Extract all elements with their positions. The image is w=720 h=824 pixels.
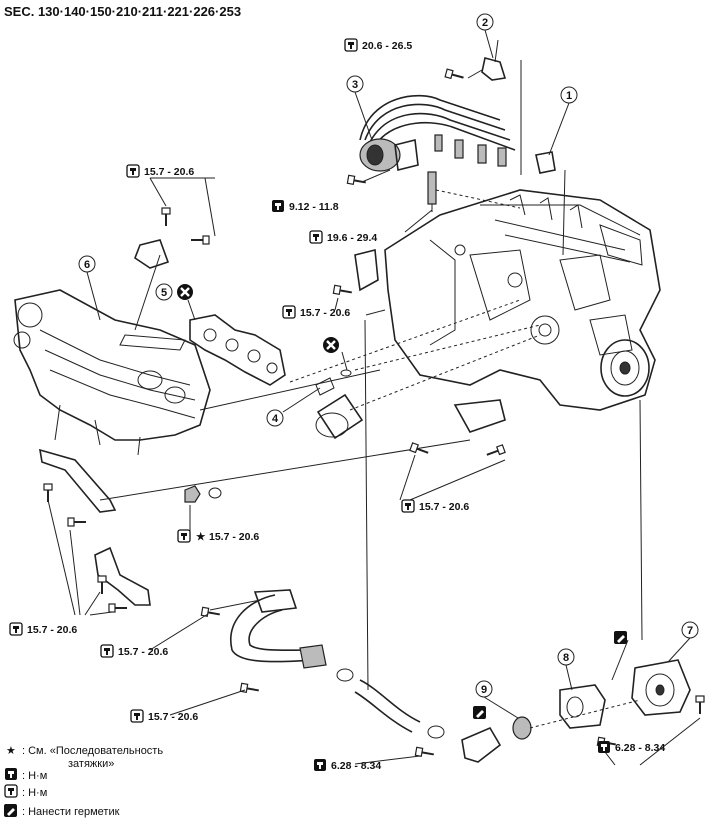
callout-9: 9 (475, 680, 493, 698)
callout-3: 3 (346, 75, 364, 93)
torque-right-bolts: 15.7 - 20.6 (401, 499, 469, 513)
svg-text:15.7 - 20.6: 15.7 - 20.6 (148, 711, 198, 723)
svg-text:7: 7 (687, 625, 693, 637)
svg-text:3: 3 (352, 79, 358, 91)
sealant-icon (473, 706, 486, 719)
torque-sensor2: 20.6 - 26.5 (344, 38, 412, 52)
callout-2: 2 (476, 13, 494, 31)
svg-text:4: 4 (272, 413, 279, 425)
callout-4: 4 (266, 409, 284, 427)
svg-text:6.28 - 8.34: 6.28 - 8.34 (331, 760, 381, 772)
mid-bracket (332, 248, 379, 298)
oil-filter (315, 377, 364, 440)
torque-wrench-icon (5, 768, 17, 780)
sensor-1 (535, 151, 556, 174)
torque-spark: 19.6 - 29.4 (309, 230, 377, 244)
callout-6: 6 (78, 255, 96, 273)
sec-codes: SEC. 130·140·150·210·211·221·226·253 (4, 4, 241, 19)
water-pipe (200, 589, 327, 696)
torque-left-lower: 15.7 - 20.6 (9, 622, 77, 636)
svg-text:затяжки»: затяжки» (68, 758, 114, 770)
svg-text:6: 6 (84, 259, 90, 271)
svg-text:15.7 - 20.6: 15.7 - 20.6 (118, 646, 168, 658)
spark-plug (427, 171, 437, 212)
thermostat-9 (512, 716, 532, 740)
gasket-5 (189, 314, 286, 386)
callout-5: 5 (155, 283, 173, 301)
torque-housing-right: 6.28 - 8.34 (598, 741, 665, 754)
torque-housing-left: 6.28 - 8.34 (314, 759, 381, 772)
nut-washer (184, 485, 222, 503)
hose (336, 668, 445, 739)
svg-text:1: 1 (566, 90, 572, 102)
sealant-icon (4, 804, 17, 817)
sensor-2 (444, 39, 507, 83)
callout-7: 7 (681, 621, 699, 639)
sealant-icon (614, 631, 627, 644)
torque-bracket-top: 15.7 - 20.6 (126, 164, 194, 178)
svg-text:2: 2 (482, 17, 488, 29)
svg-text:★: ★ (196, 531, 206, 543)
torque-nut: ★ 15.7 - 20.6 (177, 529, 259, 543)
svg-text:15.7 - 20.6: 15.7 - 20.6 (27, 624, 77, 636)
lower-brackets (39, 448, 151, 613)
svg-text:8: 8 (563, 652, 569, 664)
right-lower-bracket (408, 399, 507, 460)
legend: ★ : См. «Последовательность затяжки» : Н… (4, 745, 163, 818)
star-icon: ★ (6, 745, 16, 757)
svg-text:: Н·м: : Н·м (22, 787, 47, 799)
ignition-harness (359, 94, 516, 172)
svg-text:: Н·м: : Н·м (22, 770, 47, 782)
svg-text:9: 9 (481, 684, 487, 696)
svg-text:6.28 - 8.34: 6.28 - 8.34 (615, 742, 665, 754)
svg-text:15.7 - 20.6: 15.7 - 20.6 (300, 307, 350, 319)
engine-block (384, 189, 661, 411)
thermostat-housing (414, 726, 502, 763)
callout-1: 1 (560, 86, 578, 104)
callout-8: 8 (557, 648, 575, 666)
svg-text:15.7 - 20.6: 15.7 - 20.6 (144, 166, 194, 178)
upper-bracket (134, 207, 210, 269)
water-outlet-8 (559, 684, 606, 729)
svg-text:9.12 - 11.8: 9.12 - 11.8 (289, 201, 339, 213)
svg-text:: См. «Последовательность: : См. «Последовательность (22, 745, 163, 757)
svg-text:15.7 - 20.6: 15.7 - 20.6 (419, 501, 469, 513)
svg-text:15.7 - 20.6: 15.7 - 20.6 (209, 531, 259, 543)
torque-wrench-icon (4, 784, 18, 798)
torque-pipe-lower: 15.7 - 20.6 (130, 709, 198, 723)
svg-text:: Нанести герметик: : Нанести герметик (22, 806, 120, 818)
water-pump-7 (631, 659, 705, 716)
torque-mid: 15.7 - 20.6 (282, 305, 350, 319)
svg-text:20.6 - 26.5: 20.6 - 26.5 (362, 40, 412, 52)
torque-bolt3: 9.12 - 11.8 (272, 200, 339, 213)
torque-pipe-upper: 15.7 - 20.6 (100, 644, 168, 658)
intake-manifold (13, 289, 211, 456)
svg-text:19.6 - 29.4: 19.6 - 29.4 (327, 232, 377, 244)
svg-text:5: 5 (161, 287, 167, 299)
